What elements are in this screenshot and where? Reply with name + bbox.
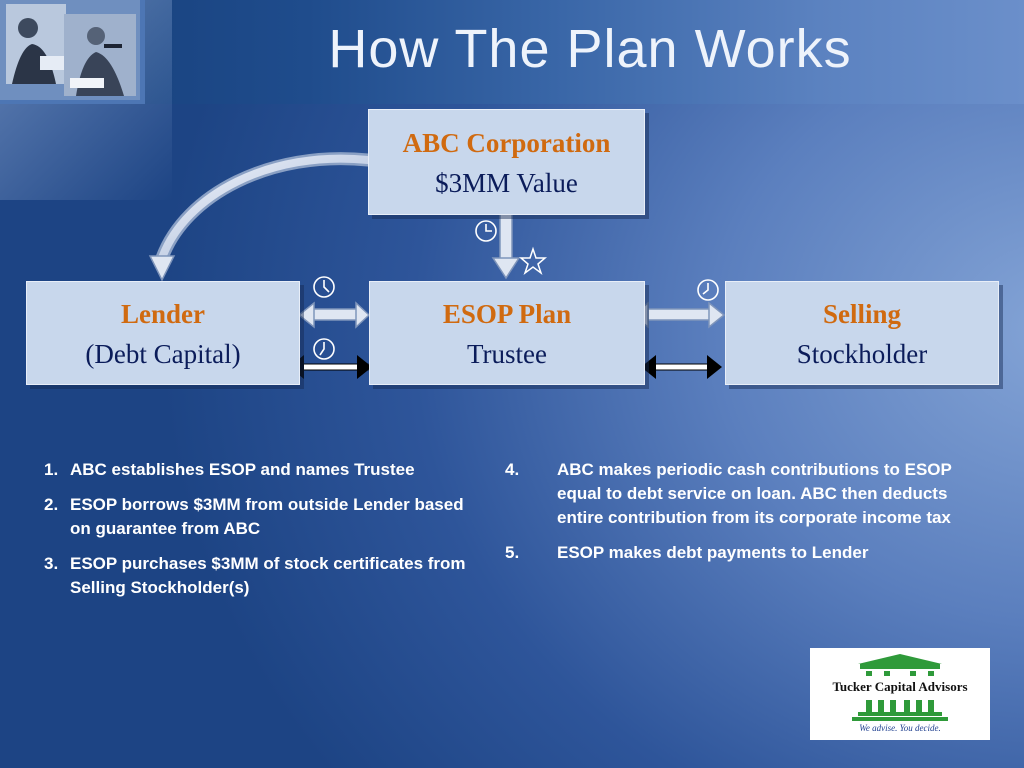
step-text: ESOP purchases $3MM of stock certificate… [70, 554, 466, 597]
esop-seller-cash-arrow [631, 301, 726, 329]
abc-to-esop-arrow [491, 209, 521, 280]
guarantee-arrow [148, 152, 375, 282]
esop-plan-box: ESOP Plan Trustee [369, 281, 645, 385]
clock-icon [697, 279, 719, 301]
step-number: 3. [44, 554, 59, 573]
clock-icon [313, 276, 335, 298]
logo-tagline: We advise. You decide. [859, 723, 941, 733]
step-text: ESOP makes debt payments to Lender [557, 543, 869, 562]
slide-title: How The Plan Works [328, 19, 852, 79]
step-text: ABC establishes ESOP and names Trustee [70, 460, 415, 479]
step-number: 1. [44, 460, 59, 479]
list-item: 2. ESOP borrows $3MM from outside Lender… [44, 493, 474, 541]
star-icon [518, 246, 548, 276]
lender-esop-payment-arrow [289, 355, 372, 379]
step-text: ESOP borrows $3MM from outside Lender ba… [70, 495, 464, 538]
company-logo: Tucker Capital Advisors We advise. You d… [810, 648, 990, 740]
clock-icon [313, 338, 335, 360]
list-item: 1. ABC establishes ESOP and names Truste… [44, 458, 474, 482]
clock-icon [475, 220, 497, 242]
business-people-photo [0, 0, 140, 100]
selling-stockholder-box: Selling Stockholder [725, 281, 999, 385]
esop-box-subtitle: Trustee [466, 339, 547, 369]
logo-company-name: Tucker Capital Advisors [832, 679, 968, 694]
steps-list-left: 1. ABC establishes ESOP and names Truste… [44, 458, 474, 611]
esop-seller-stock-arrow [641, 355, 722, 379]
list-item: 4. ABC makes periodic cash contributions… [505, 458, 985, 530]
lender-box-subtitle: (Debt Capital) [85, 339, 241, 369]
step-number: 2. [44, 495, 59, 514]
building-logo-icon [852, 654, 948, 721]
step-number: 5. [505, 543, 520, 562]
list-item: 5. ESOP makes debt payments to Lender [505, 541, 985, 565]
seller-box-subtitle: Stockholder [796, 339, 928, 369]
step-text: ABC makes periodic cash contributions to… [557, 460, 952, 527]
esop-box-title: ESOP Plan [442, 299, 572, 329]
lender-esop-loan-arrow [297, 301, 371, 329]
seller-box-title: Selling [822, 299, 902, 329]
list-item: 3. ESOP purchases $3MM of stock certific… [44, 552, 474, 600]
step-number: 4. [505, 460, 520, 479]
abc-corporation-box: ABC Corporation $3MM Value [368, 109, 645, 215]
abc-box-title: ABC Corporation [402, 128, 611, 158]
lender-box-title: Lender [121, 299, 205, 329]
lender-box: Lender (Debt Capital) [26, 281, 300, 385]
steps-list-right: 4. ABC makes periodic cash contributions… [505, 458, 985, 576]
abc-box-value: $3MM Value [435, 168, 578, 198]
photo-panel [0, 0, 145, 104]
